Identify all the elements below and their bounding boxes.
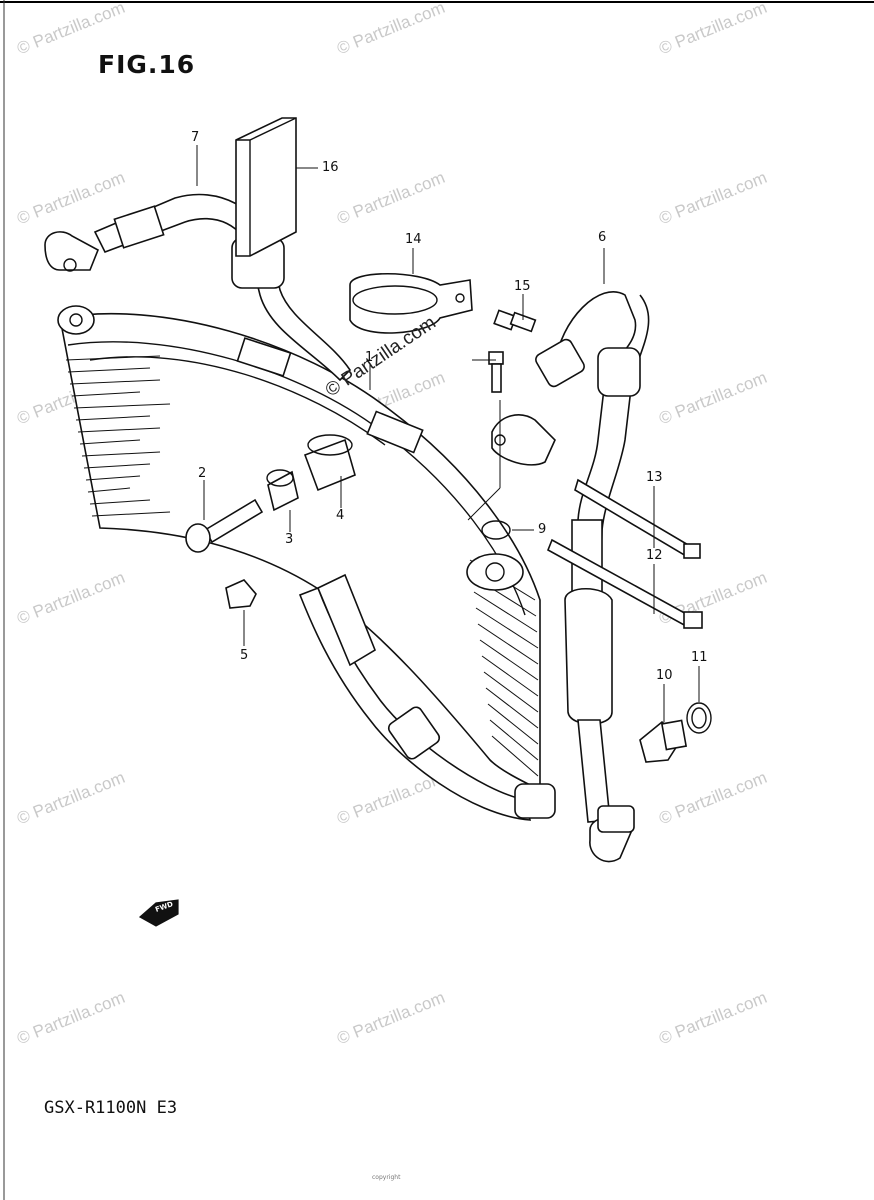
cushion-4	[303, 434, 356, 492]
oil-hose-lower	[298, 573, 556, 821]
callout-11: 11	[691, 650, 708, 665]
callout-15: 15	[514, 279, 531, 294]
callout-5: 5	[240, 648, 249, 663]
footer-fine-print: copyright	[372, 1174, 401, 1181]
leader-lines	[196, 145, 700, 722]
plug-10	[639, 719, 688, 763]
o-ring-9	[481, 520, 511, 540]
gasket-11	[686, 702, 712, 734]
spacer-3	[266, 469, 299, 512]
callout-16: 16	[322, 160, 339, 175]
oil-cooler	[57, 305, 541, 792]
bolt-center	[488, 351, 504, 393]
bracket-14	[349, 273, 473, 334]
oil-hose-7	[44, 193, 352, 382]
callout-4: 4	[336, 508, 345, 523]
callout-13: 13	[646, 470, 663, 485]
callout-9: 9	[538, 522, 547, 537]
callout-3: 3	[285, 532, 294, 547]
clamp-13	[574, 478, 701, 559]
bolt-15	[493, 309, 537, 333]
callout-12: 12	[646, 548, 663, 563]
callout-1: 1	[365, 350, 374, 365]
model-label: GSX-R1100N E3	[44, 1098, 178, 1118]
callout-7: 7	[191, 130, 200, 145]
oil-hose-6	[491, 291, 650, 863]
callout-6: 6	[598, 230, 607, 245]
callout-10: 10	[656, 668, 673, 683]
bolt-2	[185, 498, 264, 553]
callout-2: 2	[198, 466, 207, 481]
fwd-arrow-icon	[138, 899, 179, 927]
nut-5	[225, 579, 257, 609]
plate-16	[235, 117, 297, 257]
figure-title: FIG.16	[98, 50, 196, 79]
callout-14: 14	[405, 232, 422, 247]
